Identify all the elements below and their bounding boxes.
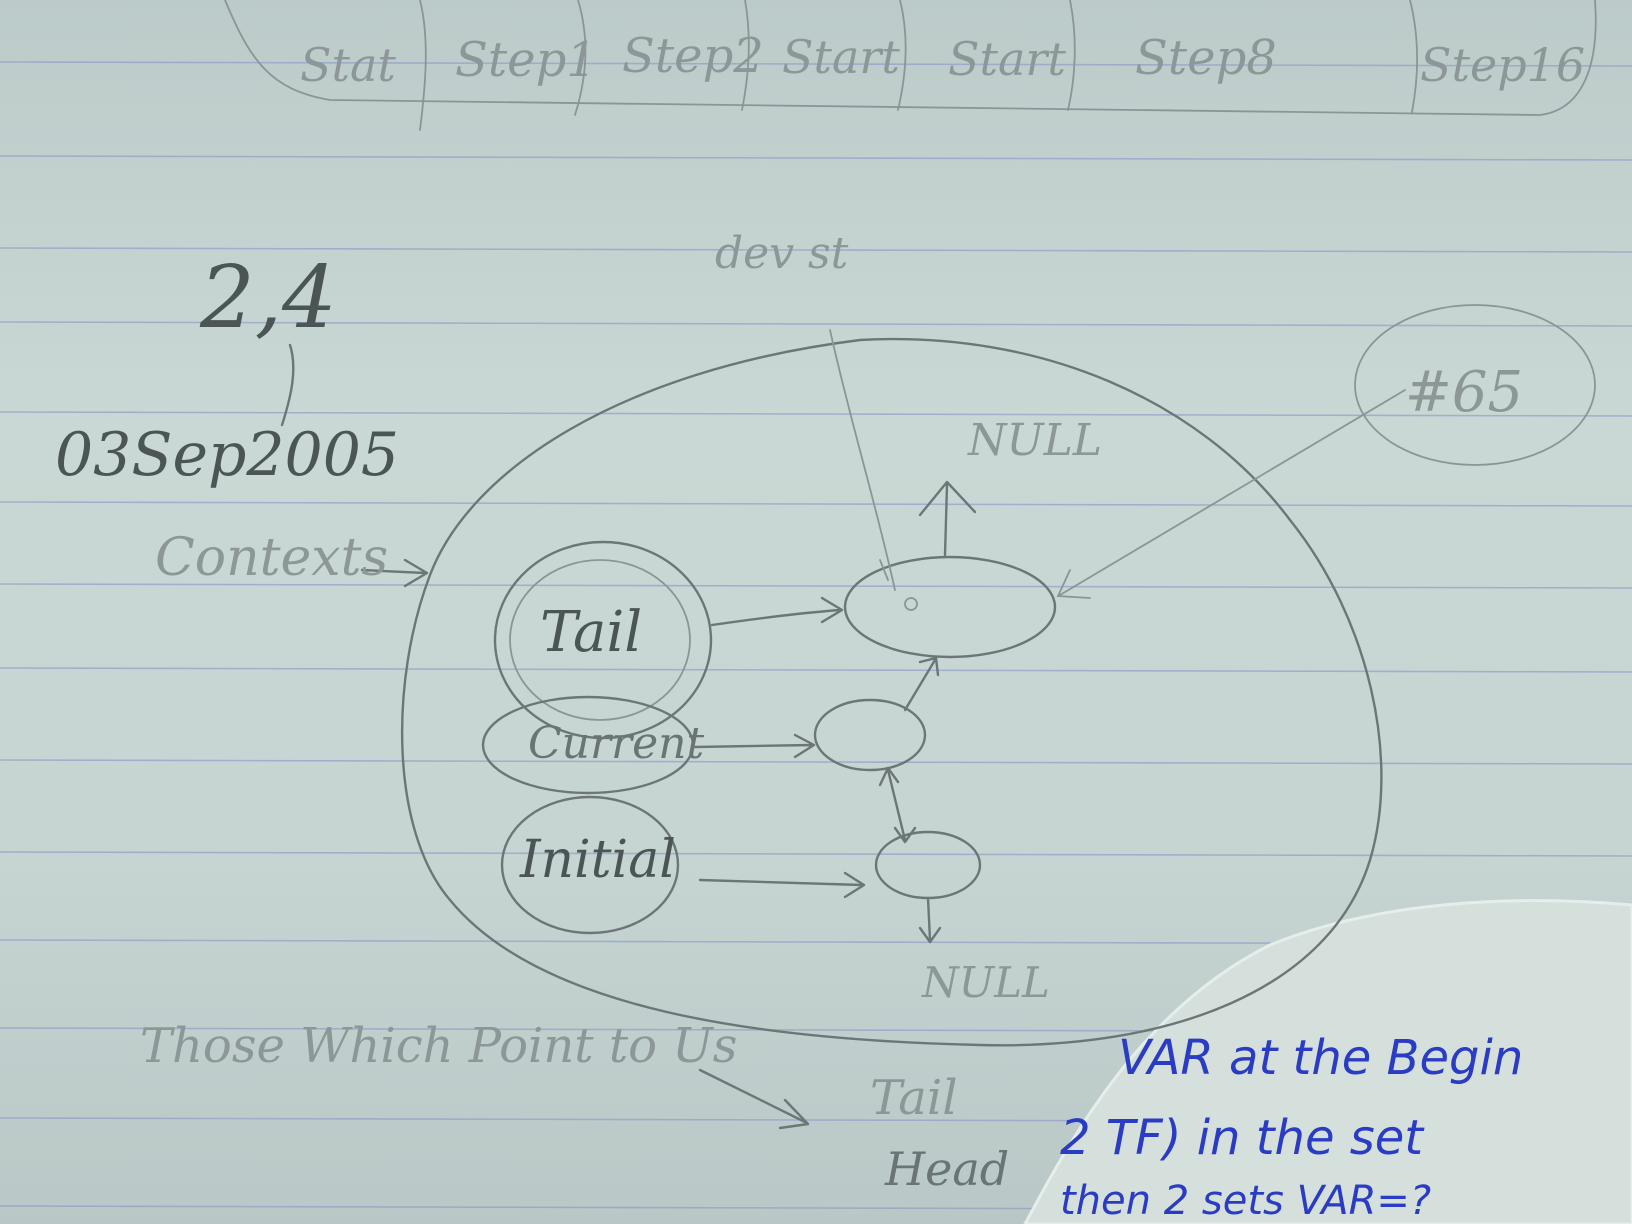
current-oval: [481, 695, 695, 795]
header-step-4: Start: [782, 30, 900, 84]
header-step-2: Step1: [455, 32, 597, 88]
header-steps-outline: [224, 0, 1597, 131]
initial-oval: [500, 795, 680, 935]
node-head: [843, 555, 1057, 659]
tail-text: Tail: [870, 1070, 958, 1126]
header-step-3: Step2: [622, 28, 764, 84]
header-step-6: Step8: [1135, 30, 1277, 86]
header-step-5: Start: [948, 32, 1066, 86]
torn-paper-edge: [1023, 899, 1632, 1224]
context-boundary: [401, 337, 1383, 1047]
ink-note-line-3: then 2 sets VAR=?: [1060, 1178, 1432, 1224]
page-number: 2,4: [200, 248, 337, 348]
tail-oval: [493, 540, 713, 740]
page-date: 03Sep2005: [55, 420, 400, 490]
null-label-top: NULL: [968, 415, 1103, 466]
bottom-note: Those Which Point to Us: [140, 1018, 738, 1074]
tail-label: Tail: [540, 600, 643, 665]
bubble-65-label: #65: [1405, 360, 1524, 425]
head-text: Head: [885, 1142, 1010, 1196]
header-step-1: Stat: [300, 38, 396, 92]
header-step-7: Step16: [1420, 38, 1586, 92]
node-bottom: [874, 830, 982, 900]
initial-label: Initial: [520, 830, 676, 890]
contexts-label: Contexts: [155, 528, 389, 588]
ink-note-line-1: VAR at the Begin: [1118, 1030, 1524, 1086]
bubble-65-oval: [1354, 304, 1596, 466]
current-label: Current: [528, 718, 705, 769]
dev-st-label: dev st: [715, 228, 849, 279]
null-label-bottom: NULL: [922, 958, 1050, 1007]
node-middle: [813, 698, 927, 772]
ink-note-line-2: 2 TF) in the set: [1060, 1110, 1424, 1166]
